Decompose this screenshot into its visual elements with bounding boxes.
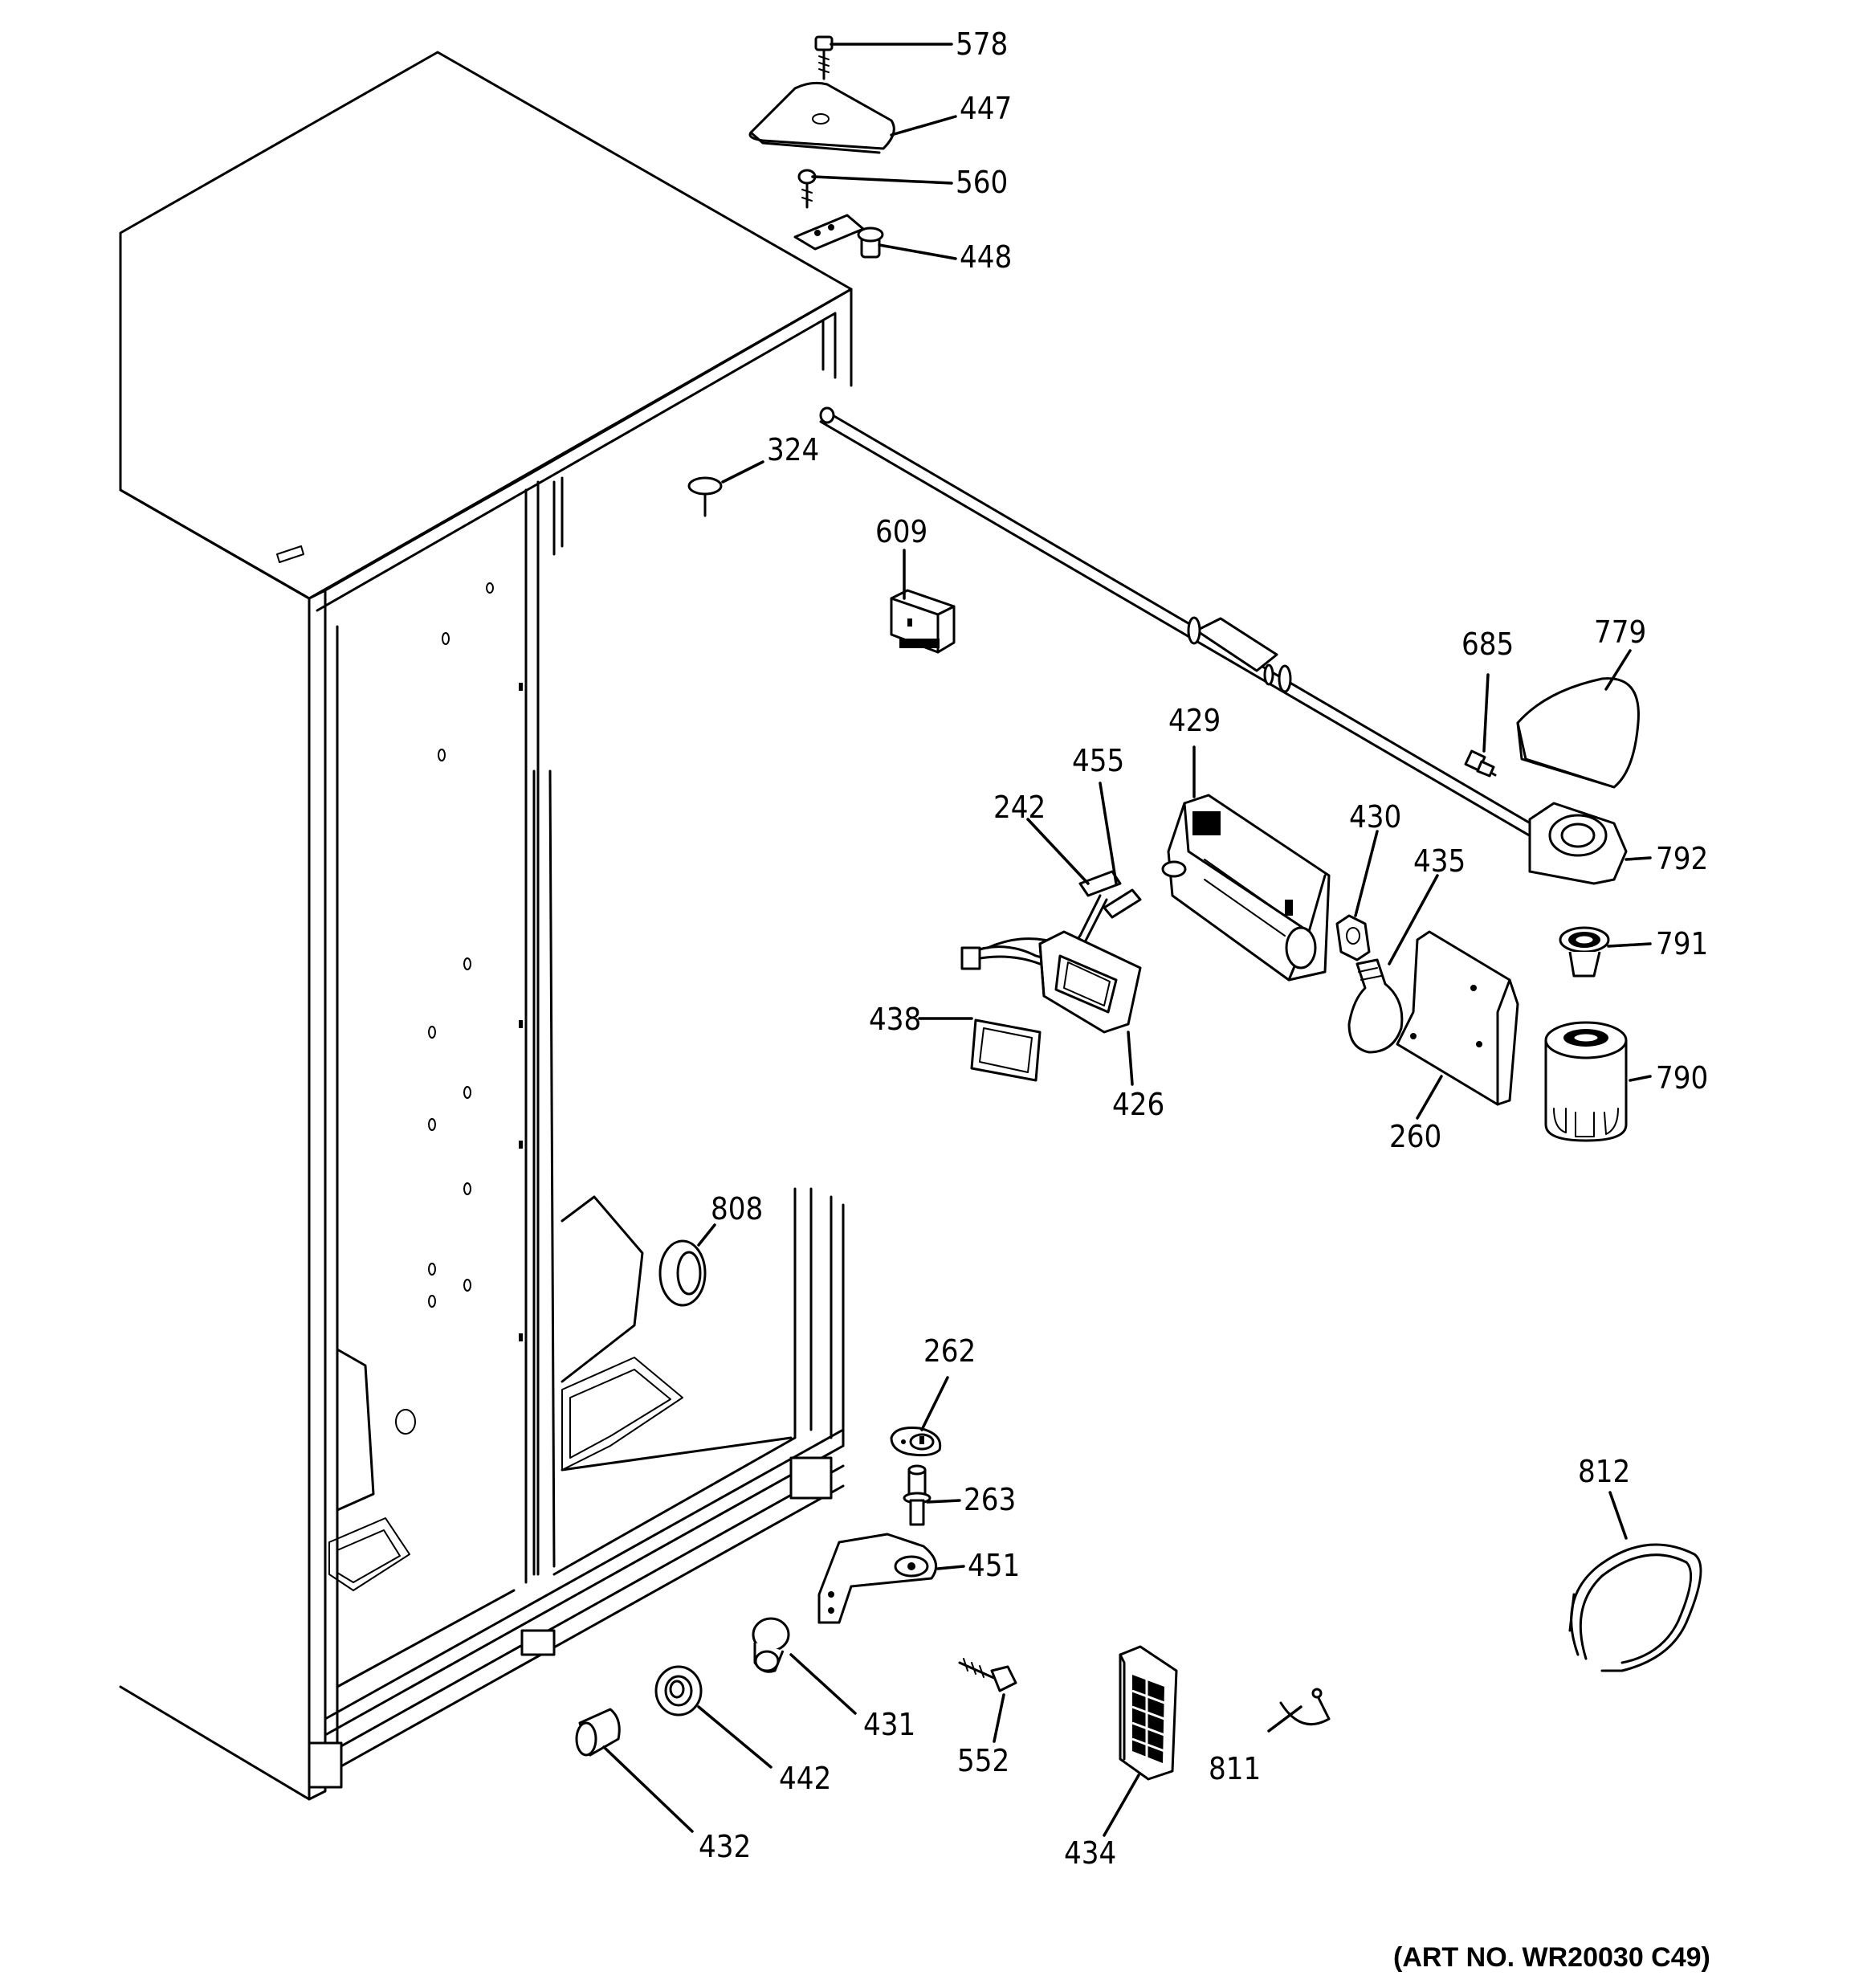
label-438: 438 [869, 1002, 921, 1037]
label-430: 430 [1349, 799, 1401, 835]
label-808: 808 [711, 1191, 763, 1227]
label-434: 434 [1064, 1835, 1116, 1871]
part-263-hinge-pin[interactable] [903, 1464, 932, 1526]
label-812: 812 [1578, 1454, 1630, 1489]
part-448-top-hinge[interactable] [793, 214, 884, 259]
part-578-screw[interactable] [814, 35, 834, 80]
part-792-filter-head[interactable] [1528, 802, 1628, 885]
label-324: 324 [767, 432, 819, 467]
part-451-bottom-hinge[interactable] [817, 1533, 938, 1624]
part-779-cover[interactable] [1516, 677, 1640, 789]
part-432-sleeve[interactable] [575, 1708, 621, 1757]
label-792: 792 [1656, 841, 1708, 876]
art-number: (ART NO. WR20030 C49) [1393, 1942, 1710, 1973]
label-447: 447 [960, 91, 1012, 126]
label-260: 260 [1389, 1119, 1441, 1154]
part-434-grille[interactable] [1119, 1645, 1178, 1781]
label-442: 442 [779, 1761, 831, 1796]
label-435: 435 [1413, 843, 1466, 879]
label-790: 790 [1656, 1060, 1708, 1096]
label-455: 455 [1072, 743, 1124, 778]
label-811: 811 [1209, 1751, 1261, 1786]
part-808-plug[interactable] [658, 1239, 707, 1307]
label-432: 432 [699, 1829, 751, 1864]
part-260-light-shield[interactable] [1396, 930, 1519, 1106]
leader-lines [602, 43, 1652, 1837]
label-426: 426 [1112, 1087, 1164, 1122]
part-812-tubing[interactable] [1568, 1543, 1702, 1672]
label-429: 429 [1168, 703, 1221, 738]
label-242: 242 [993, 790, 1046, 825]
part-426-housing[interactable] [1038, 930, 1142, 1034]
part-455-sensor[interactable] [1103, 888, 1142, 919]
part-262-bushing[interactable] [890, 1427, 942, 1457]
refrigerator-cabinet [119, 51, 853, 1801]
part-438-gasket[interactable] [970, 1018, 1042, 1082]
label-552: 552 [957, 1743, 1009, 1778]
water-tube-assembly[interactable] [819, 406, 1559, 849]
label-448: 448 [960, 239, 1012, 275]
part-442-washer-roller[interactable] [654, 1665, 703, 1717]
part-447-hinge-cover[interactable] [748, 81, 895, 154]
label-560: 560 [956, 165, 1008, 200]
mounting-holes [276, 545, 523, 1435]
part-791-bypass-plug[interactable] [1559, 926, 1610, 978]
label-262: 262 [923, 1333, 976, 1369]
label-791: 791 [1656, 926, 1708, 961]
part-431-roller[interactable] [752, 1617, 790, 1673]
label-578: 578 [956, 27, 1008, 62]
part-811-clip[interactable] [1279, 1688, 1331, 1726]
part-609-control[interactable] [890, 589, 956, 654]
part-429-dispenser-housing[interactable] [1161, 794, 1331, 982]
label-609: 609 [875, 514, 927, 549]
label-431: 431 [863, 1707, 915, 1742]
part-number-labels: 578 447 560 448 324 609 685 779 429 455 … [699, 27, 1708, 1871]
part-324-plug[interactable] [687, 476, 723, 517]
part-685-screw[interactable] [1464, 749, 1497, 778]
label-451: 451 [968, 1548, 1020, 1583]
part-790-water-filter[interactable] [1544, 1021, 1628, 1142]
label-779: 779 [1594, 614, 1646, 650]
part-430-light-socket[interactable] [1335, 914, 1371, 961]
label-685: 685 [1461, 627, 1514, 662]
part-552-bolt[interactable] [958, 1658, 1017, 1692]
label-263: 263 [964, 1482, 1016, 1517]
part-435-light-bulb[interactable] [1347, 958, 1404, 1054]
